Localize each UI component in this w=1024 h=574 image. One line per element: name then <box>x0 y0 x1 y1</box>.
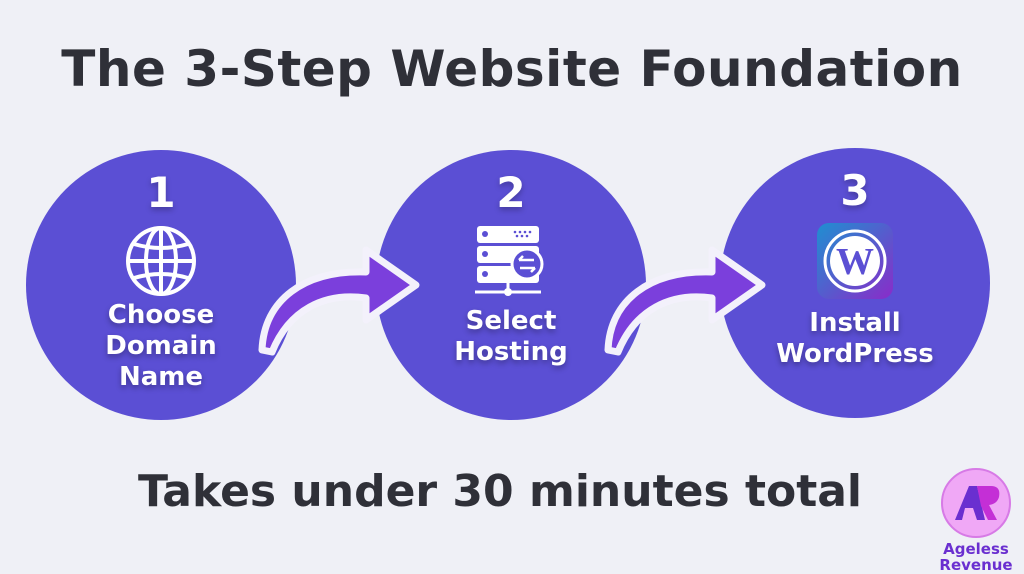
label-line: Hosting <box>454 337 568 367</box>
logo-wordmark: Ageless Revenue <box>928 541 1024 573</box>
brand-logo: Ageless Revenue <box>928 468 1024 573</box>
label-line: Name <box>118 362 204 392</box>
page-title: The 3-Step Website Foundation <box>61 40 963 98</box>
arrow-right-icon <box>258 246 420 356</box>
logo-line1: Ageless <box>943 540 1009 558</box>
logo-monogram-icon <box>941 468 1011 538</box>
globe-icon <box>124 224 198 302</box>
server-icon <box>471 224 551 304</box>
step-number: 3 <box>840 166 870 215</box>
step-1-circle: 1 Choose Domain Name <box>26 150 296 420</box>
step-2-label: Select Hosting <box>376 306 646 368</box>
logo-line2: Revenue <box>939 556 1013 574</box>
arrow-right-icon <box>604 246 766 356</box>
wordpress-icon: W <box>816 222 894 304</box>
step-number: 2 <box>496 168 526 217</box>
step-3-label: Install WordPress <box>720 308 990 370</box>
label-line: Choose <box>107 300 215 330</box>
step-number: 1 <box>146 168 176 217</box>
label-line: Domain <box>105 331 217 361</box>
label-line: Install <box>809 308 901 338</box>
svg-text:W: W <box>836 241 874 283</box>
footer-caption: Takes under 30 minutes total <box>137 466 863 517</box>
step-2-circle: 2 Select Hosting <box>376 150 646 420</box>
step-1-label: Choose Domain Name <box>26 300 296 393</box>
step-3-circle: 3 W Install WordPress <box>720 148 990 418</box>
label-line: Select <box>465 306 557 336</box>
label-line: WordPress <box>776 339 934 369</box>
